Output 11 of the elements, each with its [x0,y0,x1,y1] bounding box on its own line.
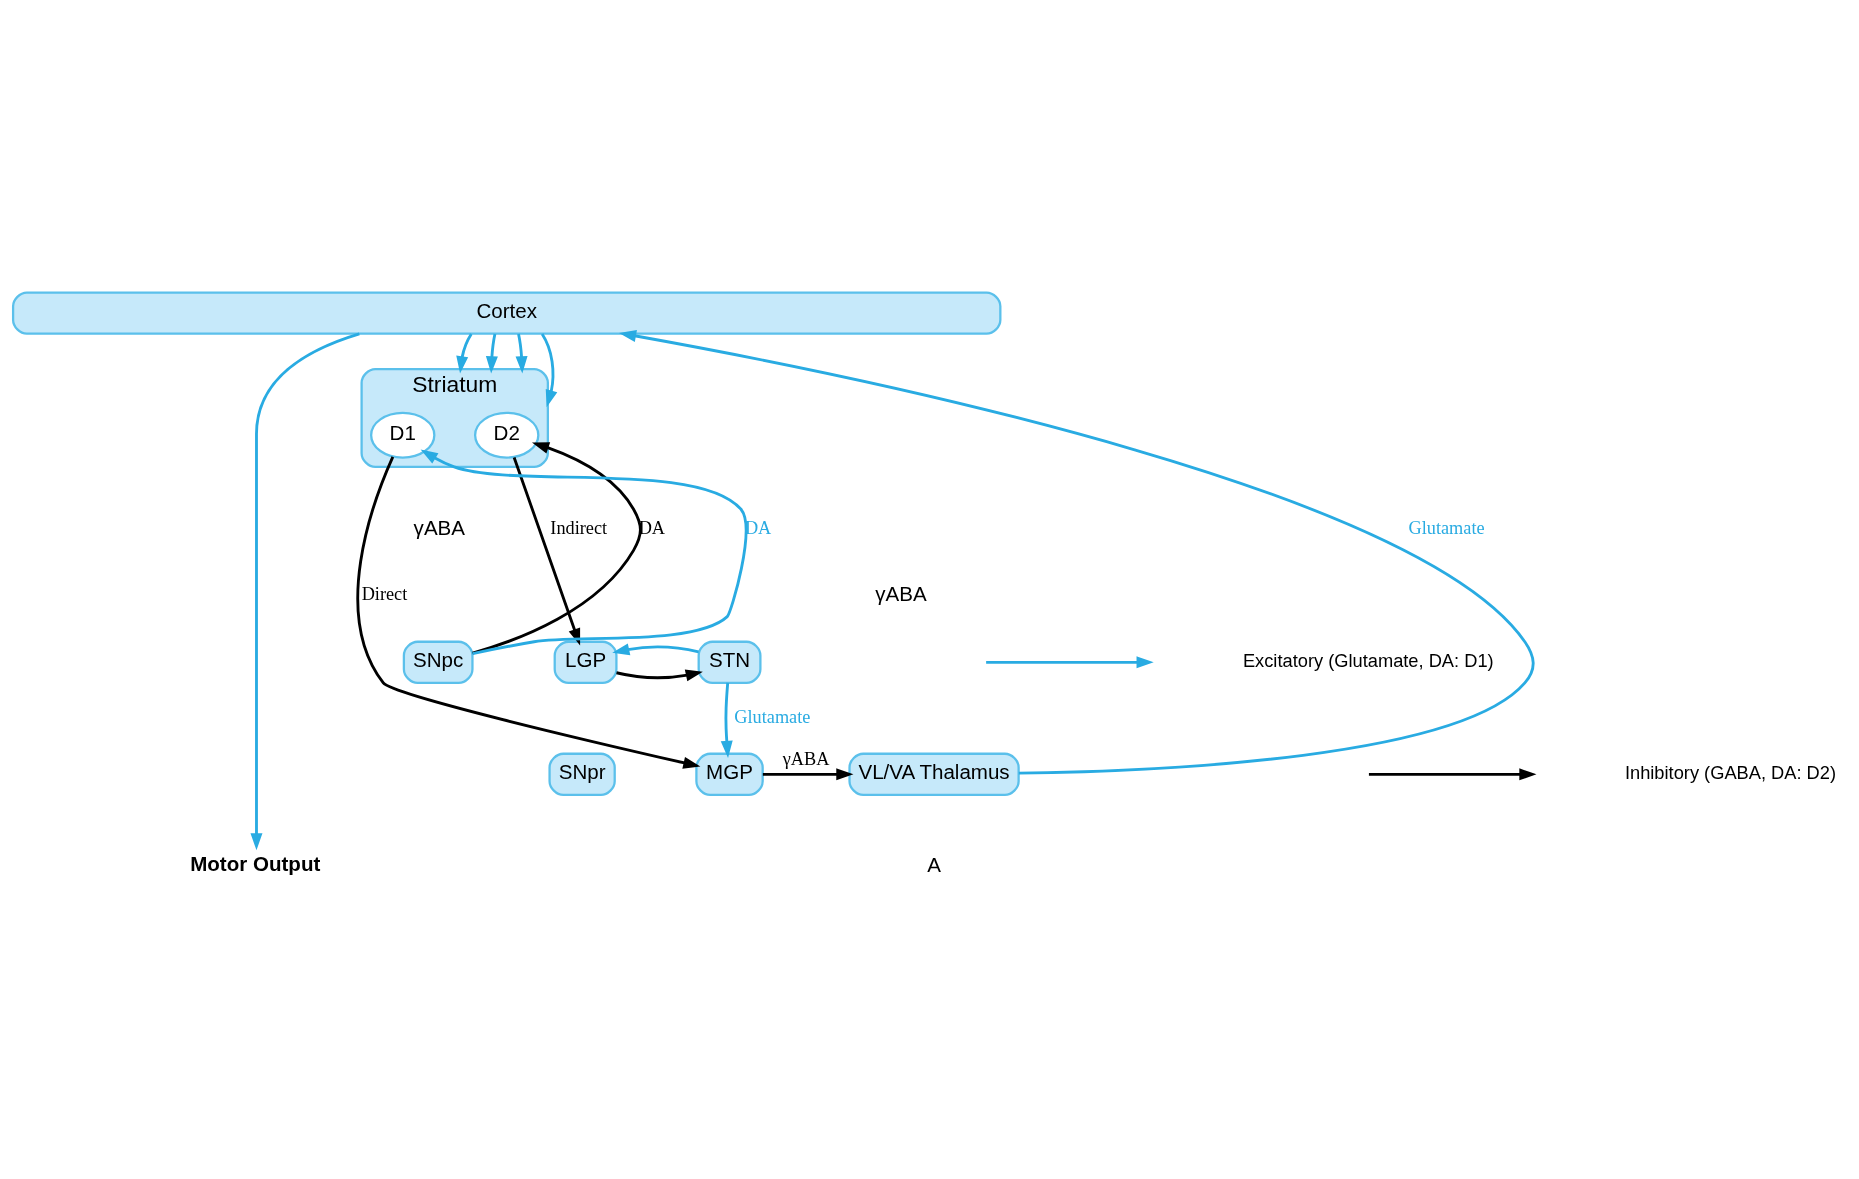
edge-label: γABA [782,748,830,769]
edge-label: Glutamate [734,706,811,727]
node-text: Motor Output [190,851,321,875]
edge-label: Direct [361,583,408,604]
legend-label: Inhibitory (GABA, DA: D2) [1624,761,1837,783]
edge-label: Glutamate [1408,517,1485,538]
legend-label: Excitatory (Glutamate, DA: D1) [1242,649,1494,671]
label: γABA [875,581,927,605]
label: γABA [413,515,465,539]
edge-label: Indirect [550,517,608,538]
label: A [927,852,941,876]
